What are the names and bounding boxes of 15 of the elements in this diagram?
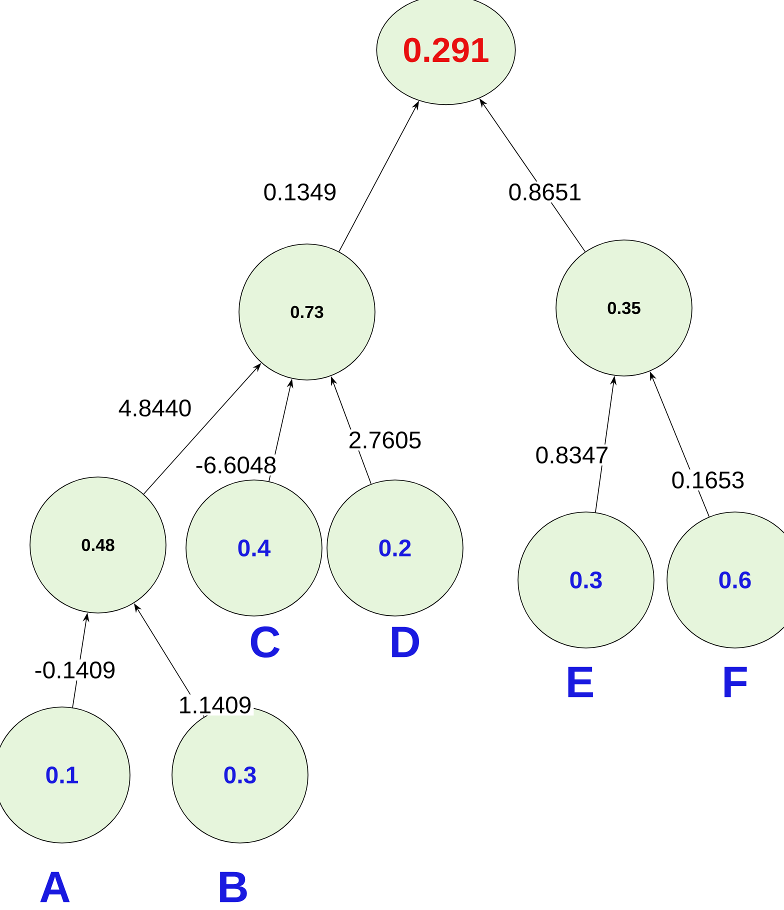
edge-label: 0.1349 bbox=[261, 182, 339, 202]
letter-label: E bbox=[568, 666, 593, 698]
edge-label: 4.8440 bbox=[116, 398, 194, 418]
edge-label: 2.7605 bbox=[346, 430, 424, 450]
letter-label: C bbox=[250, 626, 280, 658]
edge-label: -6.6048 bbox=[193, 454, 279, 476]
letter-label: D bbox=[392, 626, 420, 658]
edge-label: 0.1653 bbox=[669, 470, 747, 490]
edge-label: 0.8651 bbox=[506, 182, 584, 202]
edge-label: 1.1409 bbox=[176, 694, 254, 716]
letter-label: F bbox=[724, 666, 747, 698]
edge-label: 0.8347 bbox=[533, 444, 611, 466]
letter-label: A bbox=[40, 872, 70, 902]
edge-label: -0.1409 bbox=[32, 660, 118, 680]
letter-label: B bbox=[220, 872, 247, 902]
